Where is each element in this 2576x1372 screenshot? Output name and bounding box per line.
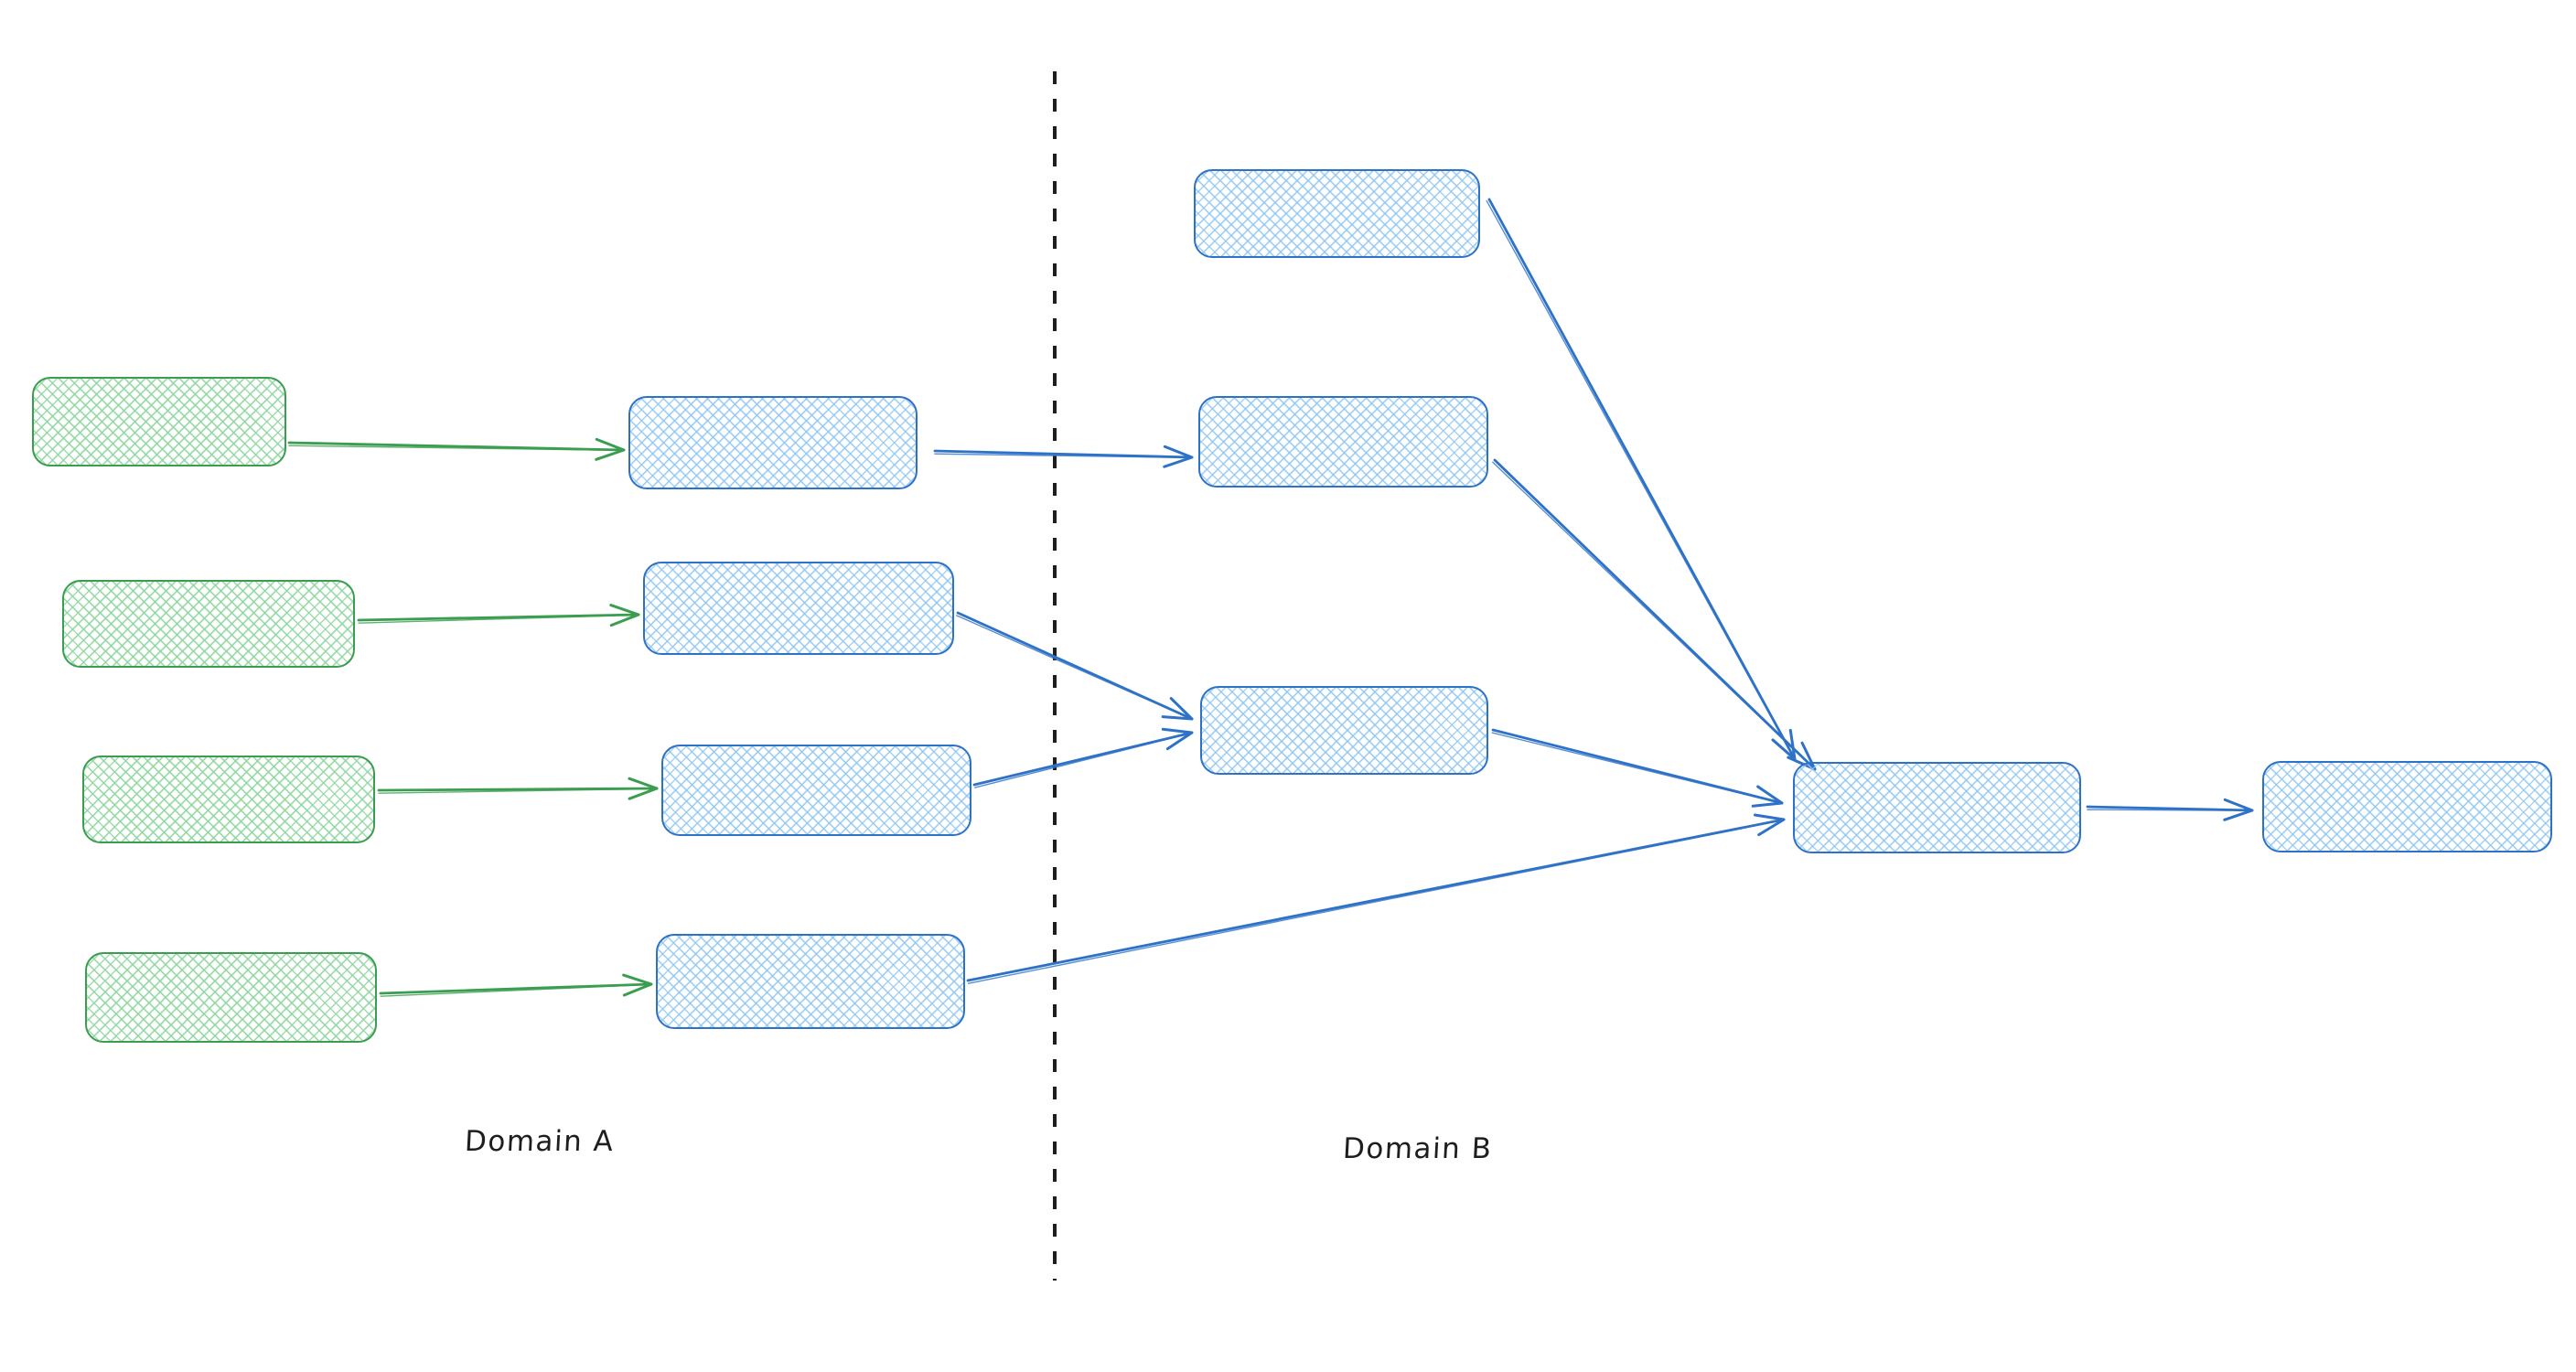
edge-bnode1-hub[interactable] xyxy=(1486,198,1797,761)
edge-bnode2-hub[interactable] xyxy=(1492,458,1817,771)
edge-stage3-bnode3[interactable] xyxy=(972,727,1194,788)
domain-b-output[interactable] xyxy=(2262,761,2552,852)
domain-a-stage-4[interactable] xyxy=(656,934,965,1029)
domain-a-source-4[interactable] xyxy=(85,952,377,1043)
domain-a-stage-3[interactable] xyxy=(661,745,971,836)
domain-b-hub[interactable] xyxy=(1793,762,2081,853)
domain-a-label: Domain A xyxy=(464,1125,616,1158)
edge-hub-output[interactable] xyxy=(2086,798,2254,821)
edge-stage1-bnode2[interactable] xyxy=(933,445,1194,468)
edge-stage2-bnode3[interactable] xyxy=(955,611,1194,721)
domain-a-stage-2[interactable] xyxy=(643,562,954,655)
domain-b-node-3[interactable] xyxy=(1200,686,1488,775)
domain-a-stage-1[interactable] xyxy=(628,396,918,489)
domain-a-source-3[interactable] xyxy=(82,756,375,843)
domain-b-node-2[interactable] xyxy=(1198,396,1488,488)
edge-source2-stage2[interactable] xyxy=(357,604,640,627)
edge-bnode3-hub[interactable] xyxy=(1491,728,1784,808)
edge-source3-stage3[interactable] xyxy=(377,777,659,800)
edge-stage4-hub[interactable] xyxy=(966,813,1786,984)
domain-a-source-2[interactable] xyxy=(62,580,355,668)
domain-b-node-1[interactable] xyxy=(1194,169,1480,258)
edge-source1-stage1[interactable] xyxy=(287,437,626,461)
domain-b-label: Domain B xyxy=(1342,1132,1494,1165)
domain-a-source-1[interactable] xyxy=(32,377,286,466)
edge-source4-stage4[interactable] xyxy=(379,973,653,997)
